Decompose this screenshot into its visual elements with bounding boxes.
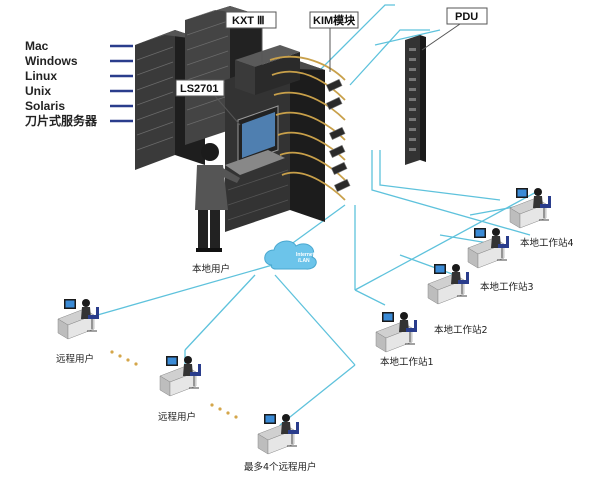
os-windows: Windows: [25, 54, 78, 68]
remote-user-3-figure: [257, 413, 300, 455]
callout-kim: KIM模块: [309, 11, 359, 72]
workstation-1-label: 本地工作站1: [380, 356, 434, 368]
workstation-2: [427, 263, 470, 305]
remote-dots: [110, 350, 238, 419]
internet-cloud: Internet /LAN: [264, 240, 317, 270]
workstation-3-label: 本地工作站3: [480, 281, 534, 293]
callout-pdu-label: PDU: [455, 11, 478, 23]
remote-user-1-figure: [57, 298, 100, 340]
callout-ls-label: LS2701: [180, 83, 219, 95]
workstation-1: [375, 311, 418, 353]
cloud-line2: /LAN: [298, 258, 310, 264]
kim-cables: [269, 55, 346, 201]
os-blade-server: 刀片式服务器: [25, 113, 98, 128]
network-cables: [64, 4, 541, 430]
callout-kxt-label: KXT Ⅲ: [232, 15, 265, 27]
cloud-line1: Internet: [296, 252, 315, 258]
local-user-label: 本地用户: [192, 263, 230, 275]
os-solaris: Solaris: [25, 99, 65, 113]
pdu-strip: [405, 35, 426, 165]
workstation-2-label: 本地工作站2: [434, 324, 488, 336]
os-mac: Mac: [25, 39, 49, 53]
os-list: Mac Windows Linux Unix Solaris 刀片式服务器: [25, 39, 133, 128]
workstation-4: [509, 187, 552, 229]
remote-user-3-label: 最多4个远程用户: [244, 461, 317, 473]
os-linux: Linux: [25, 69, 57, 83]
remote-user-2-figure: [159, 355, 202, 397]
workstation-4-label: 本地工作站4: [520, 237, 574, 249]
kim-modules: [325, 78, 351, 192]
os-unix: Unix: [25, 84, 51, 98]
callout-ls: LS2701: [175, 79, 241, 126]
remote-user-1-label: 远程用户: [56, 353, 94, 365]
remote-user-2-label: 远程用户: [158, 411, 196, 423]
workstation-3: [467, 227, 510, 269]
callout-pdu: PDU: [421, 7, 488, 51]
callout-kim-label: KIM模块: [313, 13, 356, 27]
callout-kxt: KXT Ⅲ: [225, 11, 277, 62]
local-user-figure: [195, 143, 240, 252]
